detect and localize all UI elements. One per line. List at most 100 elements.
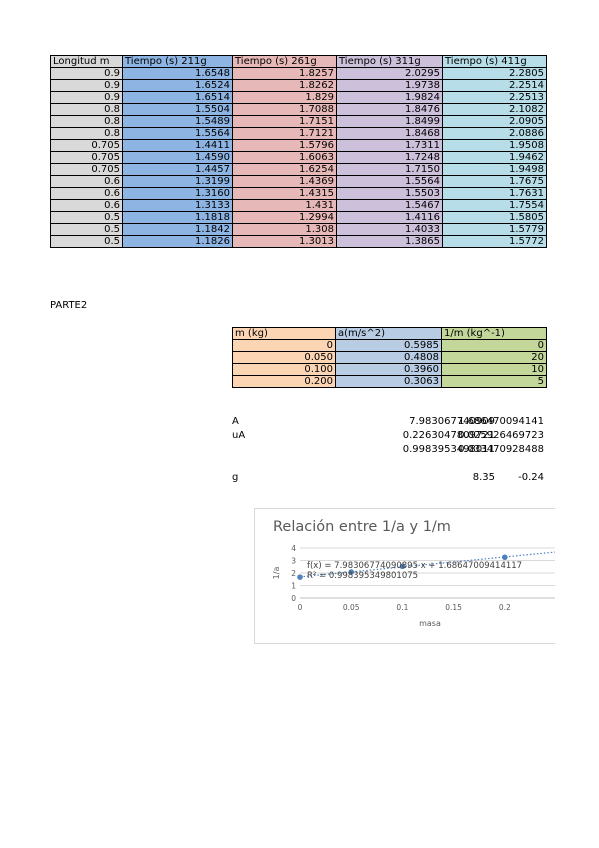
table-cell: 1.4315: [232, 187, 337, 200]
table-cell: 2.2513: [442, 91, 547, 104]
table-cell: 1.1818: [122, 211, 233, 224]
table-cell: 1.7311: [336, 139, 443, 152]
x-axis-label: masa: [419, 619, 441, 628]
data-point: [348, 569, 354, 575]
data-point: [297, 574, 303, 580]
table-cell: 1.5796: [232, 139, 337, 152]
table-cell: 1.5467: [336, 199, 443, 212]
table-cell: 2.2514: [442, 79, 547, 92]
stat-r2: 0.9983953498011: [402, 444, 495, 455]
stat-label-ua: uA: [232, 430, 246, 441]
table-cell: 1.3865: [336, 235, 443, 248]
r-squared-label: R² = 0.998395349801075: [307, 571, 418, 581]
table-cell: 0.6: [50, 187, 123, 200]
table-cell: 1.7151: [232, 115, 337, 128]
table-cell: 1.3160: [122, 187, 233, 200]
table-cell: 1.9508: [442, 139, 547, 152]
x-tick-label: 0.2: [499, 603, 511, 612]
x-tick-label: 0.1: [396, 603, 408, 612]
table-cell: 0.6: [50, 175, 123, 188]
table-cell: 0.200: [232, 375, 336, 388]
table-cell: 1.7088: [232, 103, 337, 116]
table-cell: 0.8: [50, 115, 123, 128]
table-cell: 1.9738: [336, 79, 443, 92]
y-tick-label: 1: [291, 582, 296, 591]
table-cell: 1.9498: [442, 163, 547, 176]
table-cell: 0.3063: [335, 375, 442, 388]
table-cell: 0.705: [50, 151, 123, 164]
table-cell: 1.6514: [122, 91, 233, 104]
table-cell: 1.7554: [442, 199, 547, 212]
table-cell: 0.5985: [335, 339, 442, 352]
table-cell: 1.5805: [442, 211, 547, 224]
stat-syx: 0.033470928488: [458, 444, 544, 455]
table-cell: 1.5779: [442, 223, 547, 236]
trendline-equation: f(x) = 7.98306774090895 x + 1.6864700941…: [307, 561, 522, 571]
table-cell: 0.5: [50, 223, 123, 236]
table-cell: 0.9: [50, 67, 123, 80]
table-cell: 1.5503: [336, 187, 443, 200]
table-cell: 1.9824: [336, 91, 443, 104]
x-tick-label: 0.15: [445, 603, 462, 612]
table-cell: 1.4369: [232, 175, 337, 188]
table-cell: 1.4411: [122, 139, 233, 152]
table-cell: 1.829: [232, 91, 337, 104]
trendline: [299, 551, 555, 578]
table-cell: 1.4457: [122, 163, 233, 176]
table-cell: 0.6: [50, 199, 123, 212]
table-cell: 1.6548: [122, 67, 233, 80]
y-tick-label: 0: [291, 594, 296, 603]
table-cell: 1.6524: [122, 79, 233, 92]
table-cell: 1.7248: [336, 151, 443, 164]
table-cell: 2.2805: [442, 67, 547, 80]
column-header: Tiempo (s) 211g: [122, 55, 233, 68]
table-cell: 1.9462: [442, 151, 547, 164]
g-label: g: [232, 472, 239, 483]
table-cell: 2.1082: [442, 103, 547, 116]
table-cell: 1.1842: [122, 223, 233, 236]
column-header: 1/m (kg^-1): [441, 327, 547, 340]
table-cell: 1.8476: [336, 103, 443, 116]
table-cell: 1.6063: [232, 151, 337, 164]
table-cell: 1.3013: [232, 235, 337, 248]
table-cell: 0.8: [50, 103, 123, 116]
column-header: m (kg): [232, 327, 336, 340]
stat-label-a: A: [232, 416, 239, 427]
x-tick-label: 0: [298, 603, 303, 612]
table-cell: 1.7121: [232, 127, 337, 140]
y-axis-label: 1/a: [272, 567, 281, 580]
column-header: a(m/s^2): [335, 327, 442, 340]
table-cell: 1.8499: [336, 115, 443, 128]
table-cell: 1.5564: [336, 175, 443, 188]
table-cell: 1.1826: [122, 235, 233, 248]
table-cell: 1.5564: [122, 127, 233, 140]
stat-a-intercept: 1.686470094141: [458, 416, 544, 427]
table-cell: 0.100: [232, 363, 336, 376]
x-tick-label: 0.05: [343, 603, 360, 612]
table-cell: 1.4116: [336, 211, 443, 224]
table-cell: 0.5: [50, 235, 123, 248]
table-cell: 1.5772: [442, 235, 547, 248]
table-cell: 1.7675: [442, 175, 547, 188]
table-cell: 0: [232, 339, 336, 352]
table-cell: 0.705: [50, 139, 123, 152]
